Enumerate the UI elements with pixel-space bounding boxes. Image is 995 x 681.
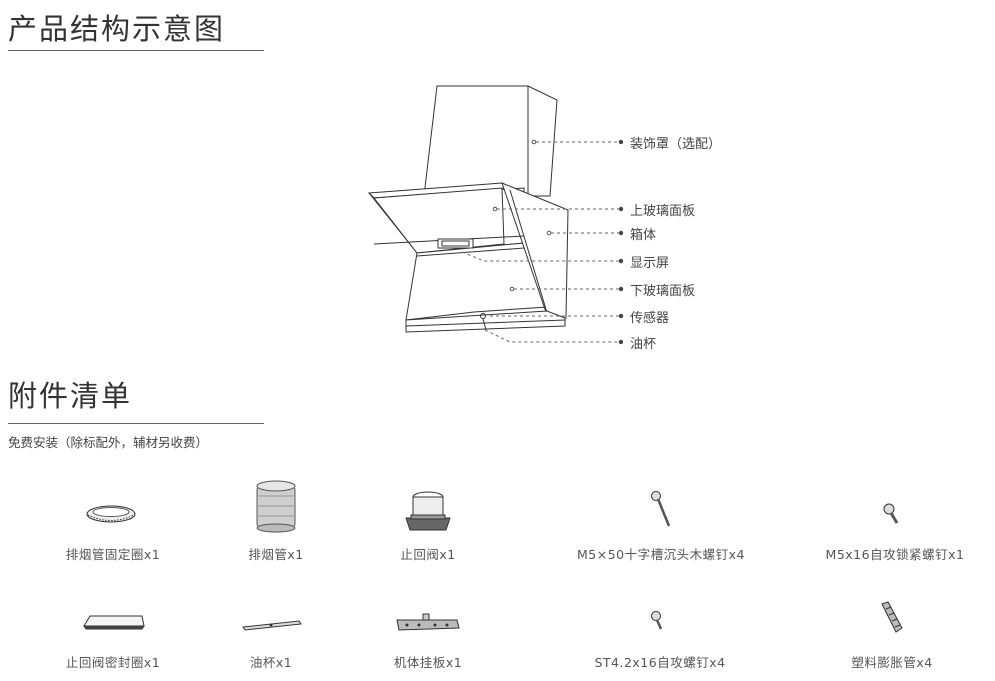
accessory-label-check-valve: 止回阀x1 [400, 547, 456, 562]
accessory-label-mounting-plate: 机体挂板x1 [393, 655, 463, 670]
hood-body [367, 182, 569, 333]
part-label-decorative-cover: 装饰罩（选配） [630, 137, 722, 152]
accessory-label-fixing-ring: 排烟管固定圈x1 [65, 547, 161, 562]
accessories-title: 附件清单 [8, 379, 133, 413]
seal-ring-icon [83, 615, 145, 630]
part-label-body: 箱体 [630, 228, 657, 243]
accessory-label-expansion-anchor: 塑料膨胀管x4 [851, 655, 933, 670]
accessories-title-rule [8, 423, 264, 424]
part-label-oil-cup: 油杯 [630, 337, 657, 352]
accessory-label-oil-cup: 油杯x1 [249, 655, 293, 670]
mounting-plate-icon [396, 613, 460, 631]
sensor-mark [480, 313, 486, 319]
part-label-lower-glass: 下玻璃面板 [630, 284, 696, 299]
part-label-upper-glass: 上玻璃面板 [630, 204, 696, 219]
accessory-label-tapping-screw: ST4.2x16自攻螺钉x4 [594, 655, 726, 670]
part-label-display: 显示屏 [630, 256, 670, 271]
check-valve-icon [405, 491, 451, 531]
accessory-label-seal-ring: 止回阀密封圈x1 [65, 655, 161, 670]
accessory-label-locking-screw: M5x16自攻锁紧螺钉x1 [825, 547, 965, 562]
installation-note: 免费安装（除标配外，辅材另收费） [8, 435, 209, 450]
exhaust-pipe-icon [256, 480, 296, 533]
structure-title: 产品结构示意图 [8, 12, 226, 46]
locking-screw-icon [883, 503, 899, 524]
structure-title-rule [8, 50, 264, 51]
expansion-anchor-icon [881, 601, 903, 633]
decorative-cover [423, 85, 558, 197]
part-label-sensor: 传感器 [630, 311, 670, 326]
oil-cup-icon [242, 620, 302, 631]
accessory-label-wood-screw: M5×50十字槽沉头木螺钉x4 [577, 547, 745, 562]
fixing-ring-icon [86, 505, 136, 523]
accessory-label-exhaust-pipe: 排烟管x1 [248, 547, 304, 562]
wood-screw-icon [651, 491, 671, 527]
tapping-screw-icon [651, 611, 663, 630]
